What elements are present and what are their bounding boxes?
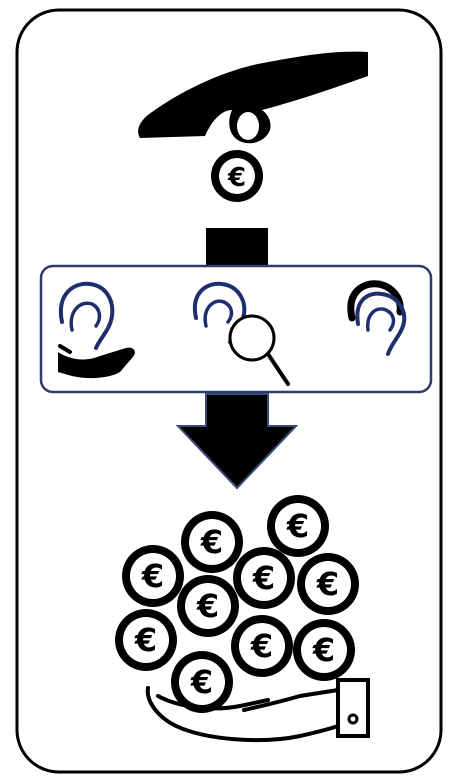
coin-symbol: € — [252, 559, 275, 597]
pile-coin: € — [297, 553, 359, 615]
coin-symbol: € — [200, 523, 223, 561]
pile-coin: € — [122, 545, 184, 607]
pile-coin: € — [181, 511, 243, 573]
coins-pile-icon: €€€€€€€€€€ — [115, 495, 359, 713]
coin-symbol: € — [227, 163, 246, 193]
coin-symbol: € — [190, 663, 213, 701]
pile-coin: € — [233, 547, 295, 609]
pile-coin: € — [293, 619, 355, 681]
coin-symbol: € — [250, 627, 273, 665]
coin-symbol: € — [134, 621, 157, 659]
down-arrow-icon — [175, 393, 299, 490]
arrow-stem-top — [206, 228, 268, 268]
pile-coin: € — [171, 651, 233, 713]
pile-coin: € — [177, 575, 239, 637]
coin-symbol: € — [312, 631, 335, 669]
coin-icon: € — [211, 150, 263, 202]
coin-symbol: € — [196, 587, 219, 625]
ear-loss-icon — [347, 280, 407, 356]
pile-coin: € — [267, 495, 329, 557]
pile-coin: € — [231, 615, 293, 677]
hand-dropping-coin-icon — [138, 51, 368, 144]
ear-search-icon — [192, 281, 290, 386]
hand-holding-coins-icon — [145, 678, 370, 743]
pile-coin: € — [115, 609, 177, 671]
coin-symbol: € — [141, 557, 164, 595]
coin-symbol: € — [286, 507, 309, 545]
ear-care-icon — [58, 281, 135, 379]
coin-symbol: € — [316, 565, 339, 603]
